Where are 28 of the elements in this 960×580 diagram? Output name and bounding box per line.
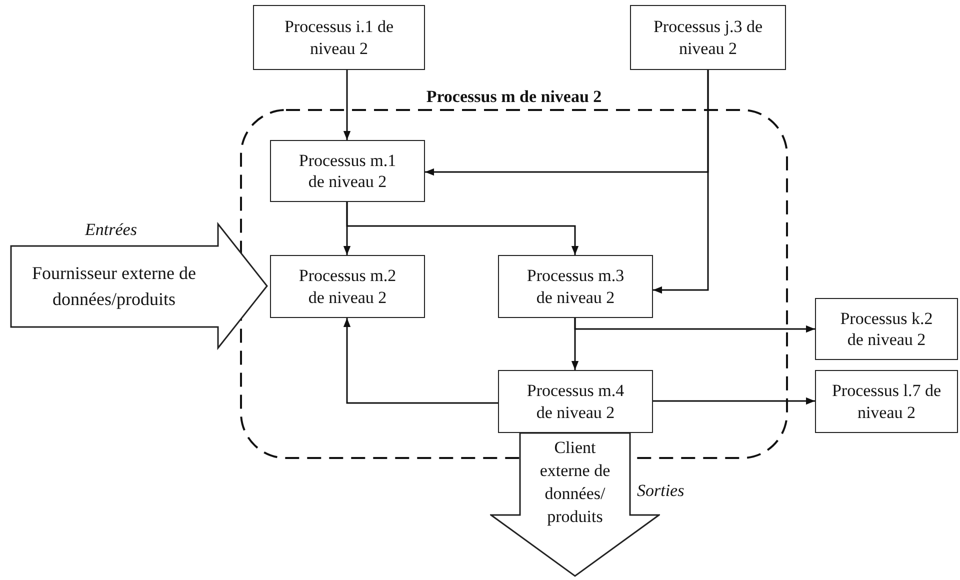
process-box [498,255,653,318]
process-text: Processus m.4 de niveau 2 [526,380,626,423]
arrow [343,318,498,404]
arrow-text: Fournisseur externe de données/produits [32,262,196,311]
arrow [653,397,815,405]
arrow-text: Client externe de données/ produits [538,437,612,528]
process-text: Processus m.1 de niveau 2 [298,150,398,192]
process-text: Processus l.7 de niveau 2 [830,380,942,423]
process-text: Processus j.3 de niveau 2 [652,16,764,59]
arrow [574,318,815,333]
arrow [343,70,351,140]
process-box [630,5,786,70]
process-text: Processus i.1 de niveau 2 [283,16,395,59]
arrow [653,70,709,294]
side-label: Sorties [637,480,684,502]
block-arrow [10,222,268,350]
side-label: Entrées [85,219,137,241]
process-box [815,298,958,360]
process-text: Processus m.2 de niveau 2 [298,265,398,308]
process-box [270,255,425,318]
group-title: Processus m de niveau 2 [426,86,602,108]
process-box [498,370,653,433]
process-box [815,370,958,433]
process-text: Processus m.3 de niveau 2 [526,265,626,308]
process-text: Processus k.2 de niveau 2 [839,308,934,350]
process-box [270,140,425,202]
arrow [346,202,579,255]
process-box [253,5,425,70]
